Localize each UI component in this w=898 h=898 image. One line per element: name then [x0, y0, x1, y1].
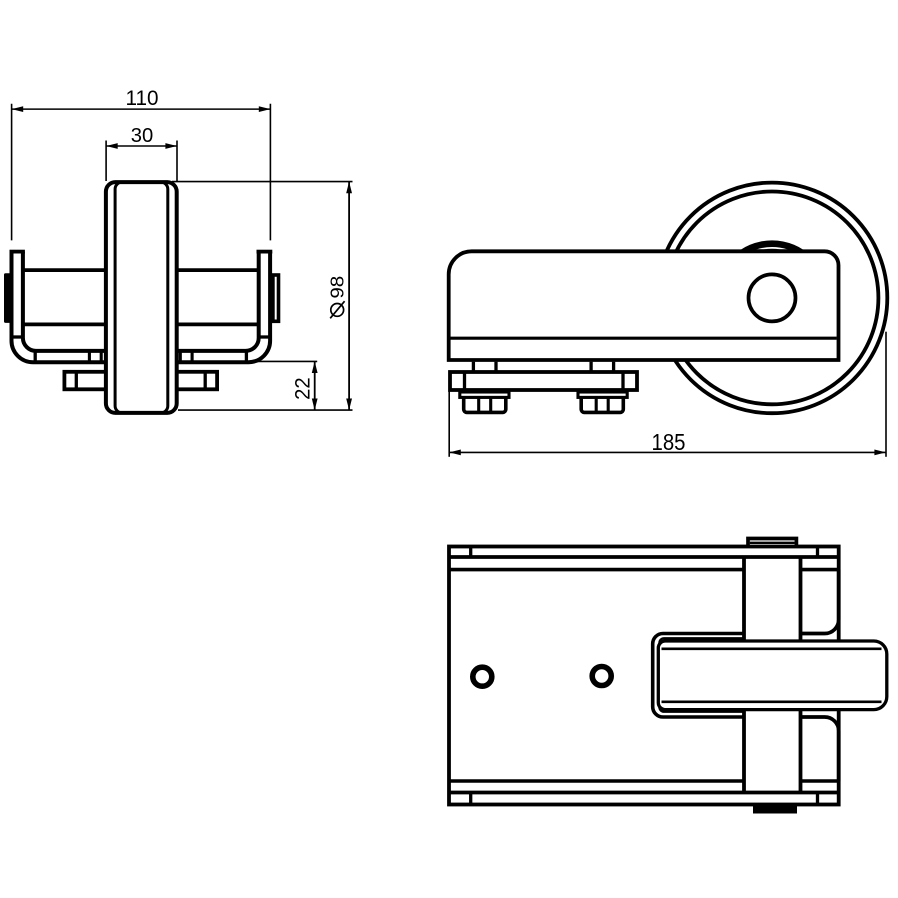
svg-text:22: 22 [292, 377, 315, 400]
svg-text:98: 98 [327, 276, 347, 299]
svg-text:30: 30 [131, 124, 154, 147]
svg-text:185: 185 [652, 429, 686, 455]
svg-text:110: 110 [126, 86, 159, 110]
